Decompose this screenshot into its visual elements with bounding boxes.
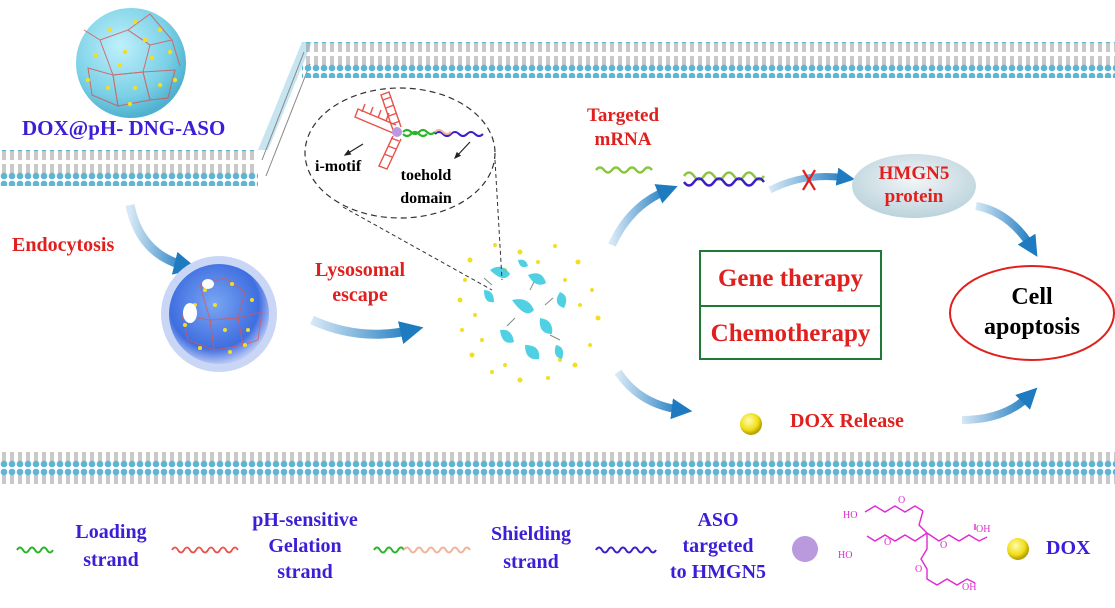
- hmgn5-protein-shape: [852, 154, 976, 218]
- endocytosis-label: Endocytosis: [12, 234, 115, 256]
- cell-apoptosis-label: Cell apoptosis: [952, 282, 1112, 342]
- legend-shielding-line-2: strand: [503, 551, 559, 573]
- peg-o-1: O: [898, 495, 905, 506]
- legend-aso-line-1: ASO: [697, 509, 739, 531]
- legend-loading-line-1: Loading: [75, 521, 147, 543]
- shielding-strand-icon-a: [373, 546, 405, 554]
- legend-gelation-line-3: strand: [277, 561, 333, 583]
- dox-path-arrow: [614, 369, 693, 420]
- aso-mrna-duplex-icon: [682, 171, 766, 187]
- peg-ho-left: HO: [838, 550, 852, 561]
- hmgn5-line-2: protein: [884, 186, 944, 207]
- shielding-strand-icon-b: [403, 546, 471, 554]
- cell-apoptosis-line-1: Cell: [1011, 284, 1053, 310]
- protein-apoptosis-arrow: [975, 202, 1038, 257]
- block-x-icon: [802, 169, 816, 191]
- legend-icons: [16, 536, 1029, 562]
- cell-apoptosis-shape: [949, 265, 1115, 361]
- dox-release-label: DOX Release: [790, 410, 904, 432]
- crosslinker-icon: [792, 536, 818, 562]
- loading-strand-icon: [16, 546, 54, 554]
- target-mrna-icon: [595, 166, 653, 174]
- cell-membrane-top: [0, 42, 1115, 186]
- lysosomal-escape-line-2: escape: [332, 284, 388, 306]
- peg-oh-right: OH: [976, 524, 990, 535]
- aso-strand-icon: [595, 546, 657, 554]
- peg-o-3: O: [940, 540, 947, 551]
- targeted-mrna-line-2: mRNA: [594, 129, 652, 150]
- toehold-line-1: toehold: [400, 167, 452, 184]
- crosslinker-structure-icon: [864, 505, 988, 586]
- peg-o-2: O: [884, 537, 891, 548]
- gelation-strand-icon: [171, 546, 239, 554]
- legend-gelation-line-2: Gelation: [268, 535, 342, 557]
- i-motif-label: i-motif: [315, 158, 362, 175]
- lysosomal-escape-label: Lysosomal escape: [305, 258, 415, 308]
- legend-gelation-label: pH-sensitive Gelation strand: [240, 507, 370, 585]
- hmgn5-line-1: HMGN5: [878, 163, 950, 184]
- zoom-inset: [304, 87, 503, 291]
- gene-therapy-label: Gene therapy: [717, 264, 864, 292]
- targeted-mrna-line-1: Targeted: [586, 105, 660, 126]
- therapy-box: Gene therapy Chemotherapy: [699, 250, 882, 360]
- hmgn5-protein-label: HMGN5 protein: [860, 162, 968, 208]
- legend-aso-line-3: to HMGN5: [669, 561, 767, 583]
- legend-aso-label: ASO targeted to HMGN5: [663, 507, 773, 585]
- toehold-domain-label: toehold domain: [378, 164, 474, 210]
- degraded-nanogel-icon: [457, 243, 601, 383]
- legend-loading-line-2: strand: [83, 549, 139, 571]
- lysosomal-escape-line-1: Lysosomal: [314, 259, 406, 281]
- dox-sphere-icon: [740, 413, 762, 435]
- toehold-line-2: domain: [400, 190, 452, 207]
- peg-o-4: O: [915, 564, 922, 575]
- legend-aso-line-2: targeted: [682, 535, 754, 557]
- gene-path-arrow: [608, 184, 678, 247]
- peg-oh-bottom: OH: [962, 582, 976, 593]
- endosome-icon: [161, 256, 277, 372]
- legend-shielding-label: Shielding strand: [476, 520, 586, 576]
- chemotherapy-label: Chemotherapy: [701, 305, 880, 360]
- nanogel-label: DOX@pH- DNG-ASO: [22, 116, 226, 140]
- lysosomal-escape-arrow: [310, 315, 424, 345]
- dox-legend-icon: [1007, 538, 1029, 560]
- targeted-mrna-label: Targeted mRNA: [568, 104, 678, 152]
- blocked-translation-arrow: [768, 167, 856, 194]
- legend-loading-label: Loading strand: [66, 518, 156, 574]
- peg-ho-top: HO: [843, 510, 857, 521]
- legend-shielding-line-1: Shielding: [490, 523, 572, 545]
- endocytosis-arrow: [125, 204, 198, 275]
- legend-dox-label: DOX: [1046, 537, 1091, 559]
- i-motif-structure-icon: [354, 91, 402, 170]
- nanogel-sphere-icon: [76, 8, 186, 118]
- cell-membrane-bottom: [0, 452, 1115, 488]
- legend-gelation-line-1: pH-sensitive: [252, 509, 358, 531]
- dox-apoptosis-arrow: [961, 387, 1038, 424]
- cell-apoptosis-line-2: apoptosis: [983, 314, 1081, 340]
